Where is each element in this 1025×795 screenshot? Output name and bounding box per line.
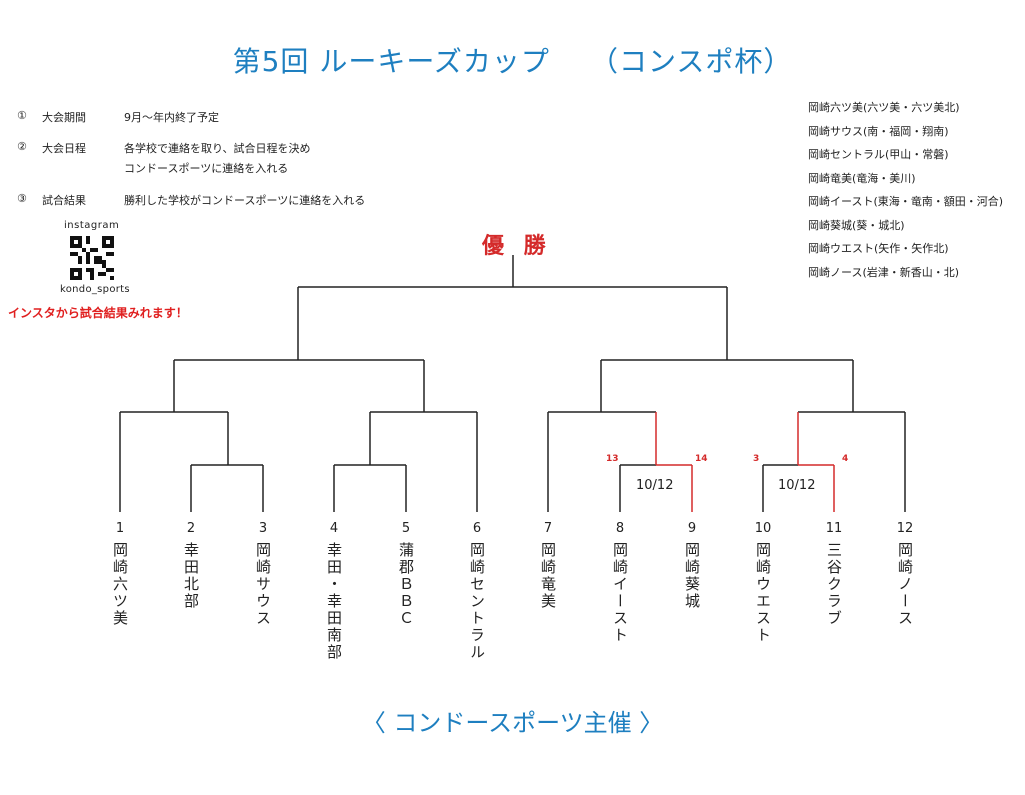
team-list-item: 岡崎竜美(竜海・美川) [808,171,916,185]
info-schedule: ② 大会日程 各学校で連絡を取り、試合日程を決め コンドースポーツに連絡を入れる [17,140,311,175]
team-list-item: 岡崎ウエスト(矢作・矢作北) [808,242,949,255]
title-main: 第5回 ルーキーズカップ [232,45,550,78]
team-list-item: 岡崎セントラル(甲山・常磐) [808,148,949,161]
team-list-item: 岡崎六ツ美(六ツ美・六ツ美北) [808,101,960,114]
score-left: 3 [753,454,760,464]
score-left: 13 [606,454,619,464]
info-period: ① 大会期間 9月～年内終了予定 [17,109,219,124]
match-date: 10/12 [778,478,816,493]
match-date: 10/12 [636,478,674,493]
team-list: 岡崎六ツ美(六ツ美・六ツ美北) 岡崎サウス(南・福岡・翔南) 岡崎セントラル(甲… [808,96,1003,284]
instagram-account: kondo_sports [60,284,130,295]
organizer-footer: 〈 コンドースポーツ主催 〉 [361,709,664,737]
info-results: ③ 試合結果 勝利した学校がコンドースポーツに連絡を入れる [17,192,366,207]
team-list-item: 岡崎サウス(南・福岡・翔南) [808,124,949,138]
team-list-item: 岡崎葵城(葵・城北) [808,218,905,232]
team-list-item: 岡崎イースト(東海・竜南・額田・河合) [808,195,1004,208]
team-list-item: 岡崎ノース(岩津・新香山・北) [808,265,960,279]
qr-code-icon[interactable] [70,236,114,280]
instagram-note: インスタから試合結果みれます！ [8,306,188,320]
tournament-title: 第5回 ルーキーズカップ （コンスポ杯） [0,40,1025,80]
title-sub: （コンスポ杯） [589,45,793,78]
score-right: 4 [842,454,849,464]
instagram-label: instagram [64,220,120,231]
score-right: 14 [695,454,708,464]
winner-label: 優 勝 [482,234,552,259]
